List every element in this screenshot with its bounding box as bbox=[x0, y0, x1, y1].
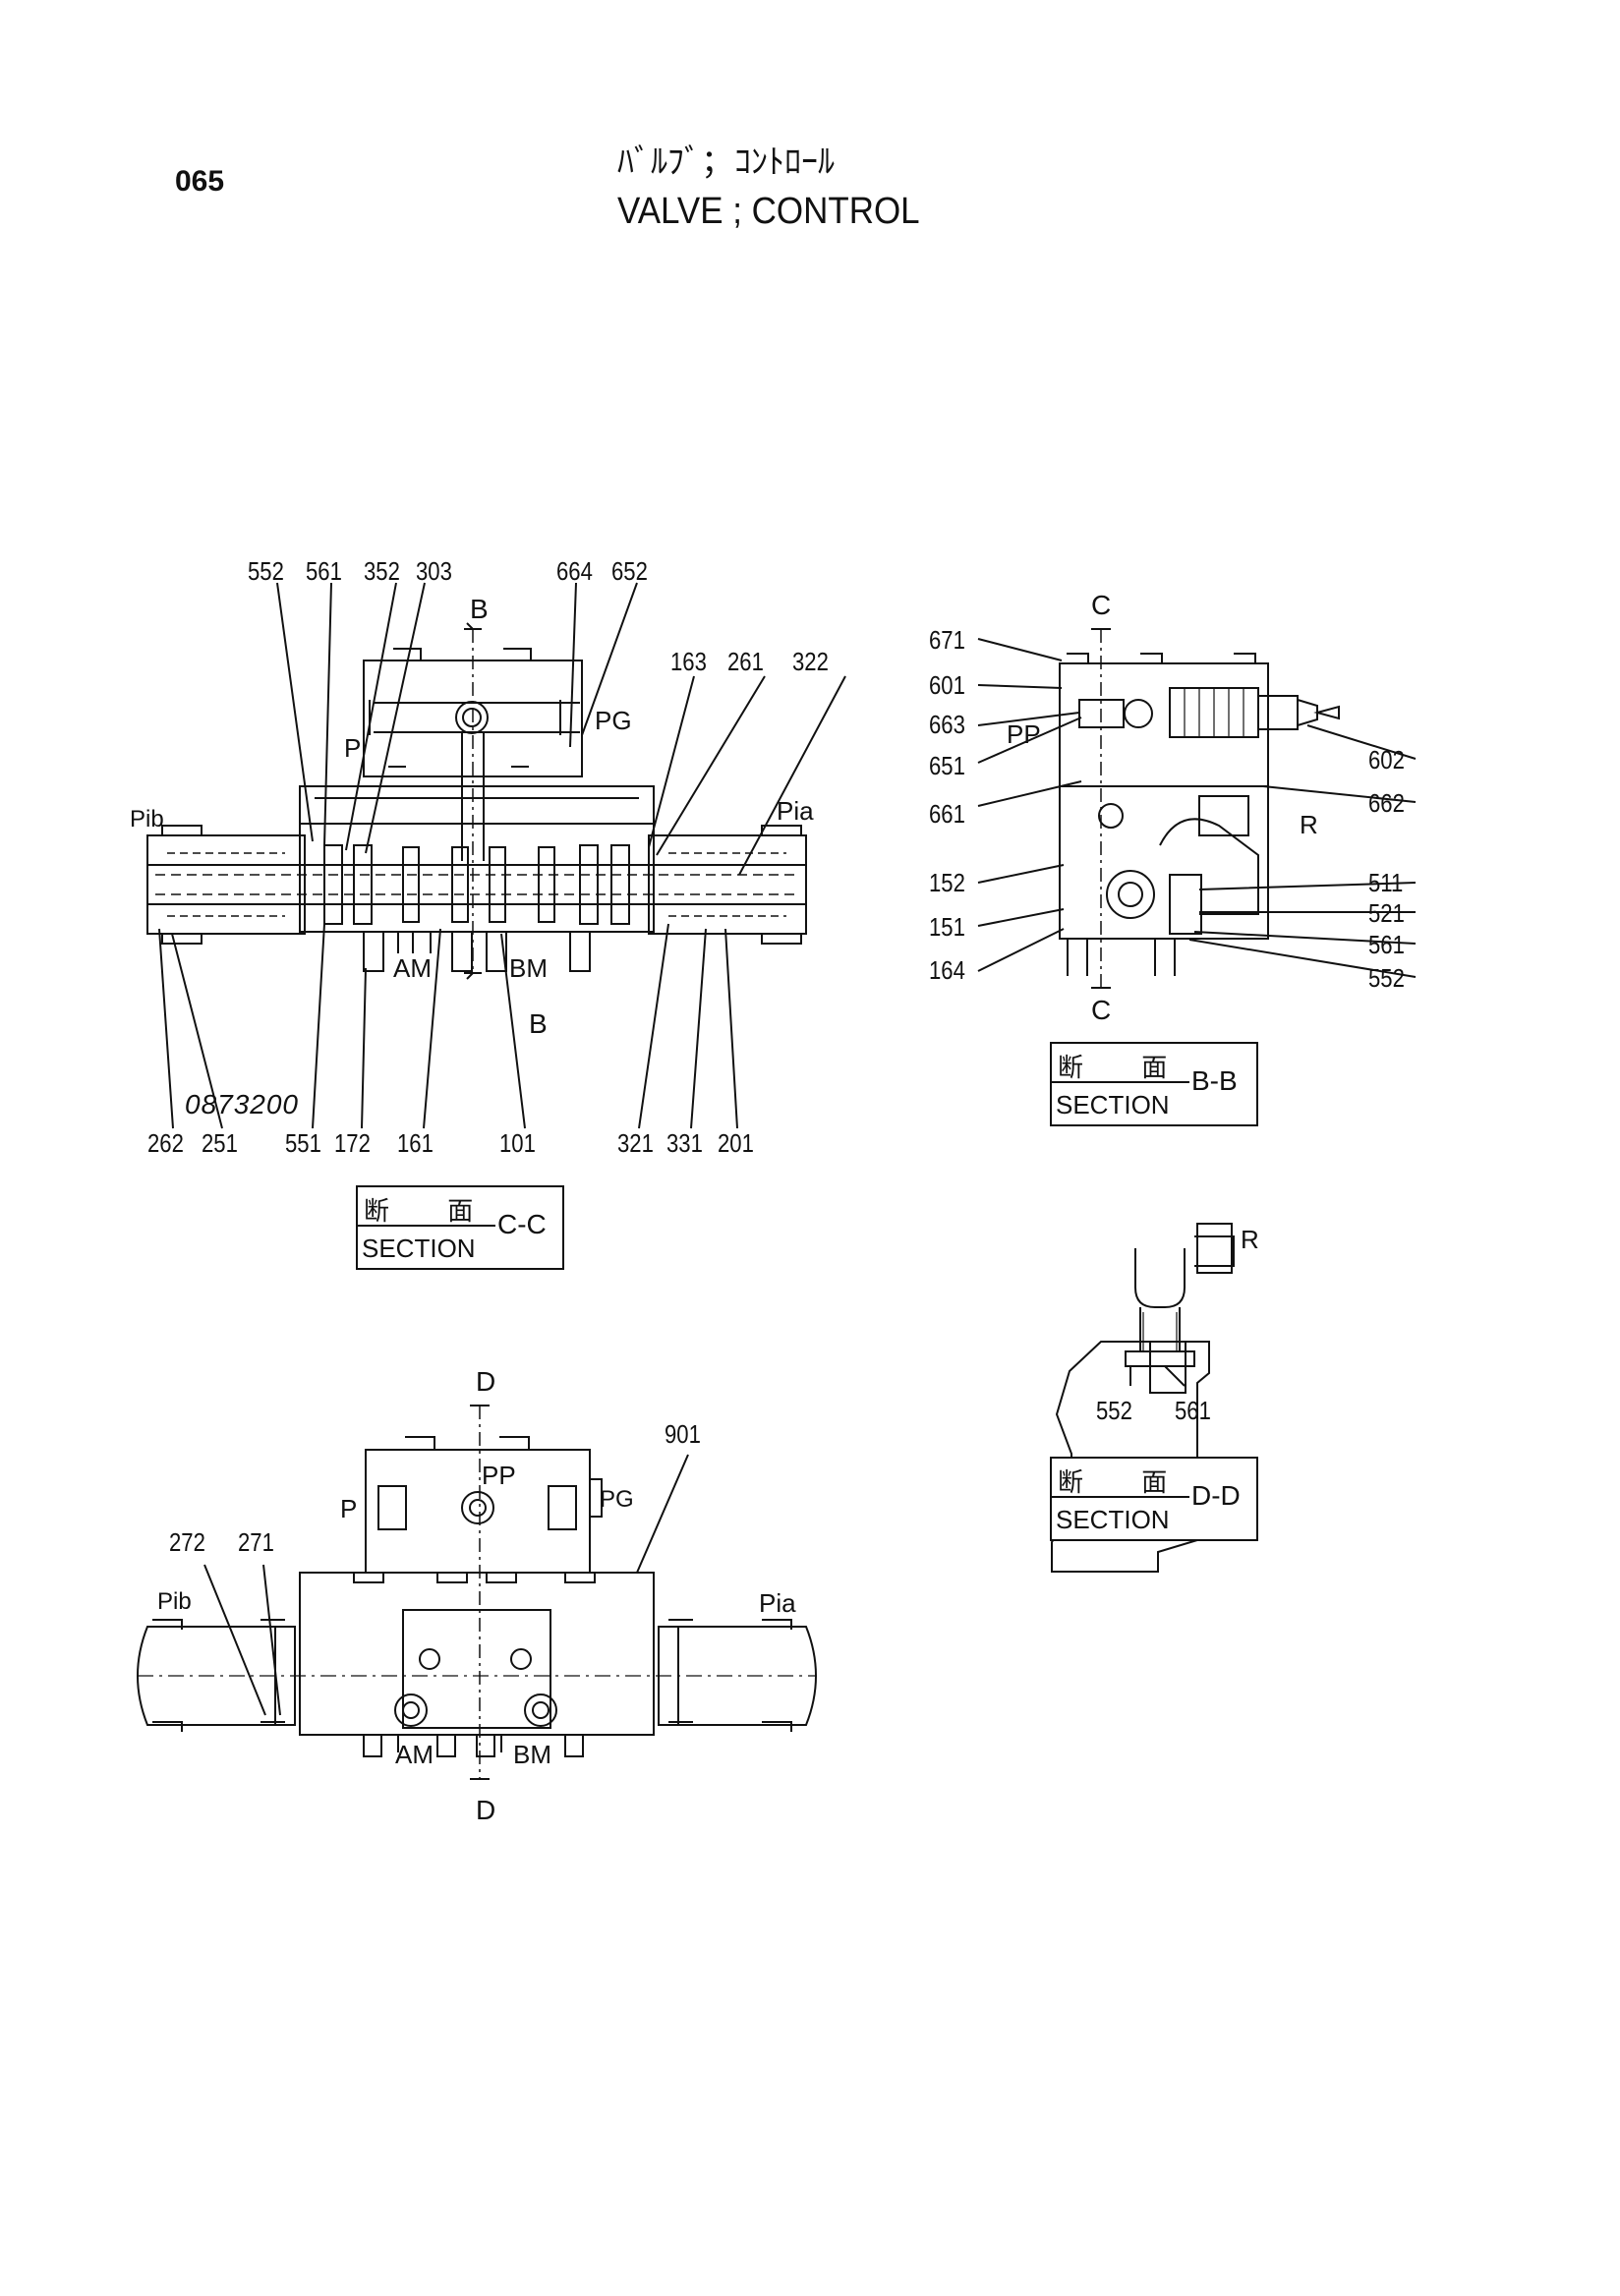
cut-label-d-top: D bbox=[476, 1366, 496, 1397]
part-152: 152 bbox=[929, 868, 965, 897]
page-number: 065 bbox=[175, 165, 225, 198]
part-511: 511 bbox=[1368, 868, 1404, 897]
part-561-dd: 561 bbox=[1175, 1396, 1211, 1425]
section-box-jp: 断 面 bbox=[364, 1196, 499, 1226]
part-161: 161 bbox=[397, 1128, 434, 1158]
section-box-view: B-B bbox=[1191, 1065, 1238, 1096]
part-552: 552 bbox=[248, 556, 284, 586]
cut-label-c-bottom: C bbox=[1091, 995, 1112, 1025]
cut-label-c-top: C bbox=[1091, 590, 1112, 620]
part-262: 262 bbox=[147, 1128, 184, 1158]
port-am-outer: AM bbox=[395, 1740, 434, 1769]
part-303: 303 bbox=[416, 556, 452, 586]
part-552: 552 bbox=[1368, 963, 1405, 993]
section-box-en: SECTION bbox=[362, 1234, 476, 1263]
part-101: 101 bbox=[499, 1128, 536, 1158]
part-164: 164 bbox=[929, 955, 965, 985]
cut-label-d-bottom: D bbox=[476, 1795, 496, 1825]
section-bb-drawing bbox=[978, 629, 1416, 988]
section-box-en: SECTION bbox=[1056, 1505, 1170, 1534]
section-box-view: C-C bbox=[497, 1209, 547, 1239]
port-bm-outer: BM bbox=[513, 1740, 551, 1769]
section-box-jp: 断 面 bbox=[1058, 1467, 1193, 1497]
part-352: 352 bbox=[364, 556, 400, 586]
drawing-number: 0873200 bbox=[185, 1089, 300, 1119]
part-671: 671 bbox=[929, 625, 965, 655]
part-561: 561 bbox=[306, 556, 342, 586]
port-p: P bbox=[344, 733, 362, 763]
part-651: 651 bbox=[929, 751, 965, 780]
port-r-dd: R bbox=[1241, 1225, 1259, 1254]
part-901: 901 bbox=[665, 1419, 701, 1449]
port-r: R bbox=[1300, 810, 1318, 839]
part-561: 561 bbox=[1368, 930, 1405, 959]
outer-view-drawing bbox=[138, 1406, 816, 1779]
part-331: 331 bbox=[666, 1128, 703, 1158]
part-322: 322 bbox=[792, 647, 829, 676]
part-201: 201 bbox=[718, 1128, 754, 1158]
part-661: 661 bbox=[929, 799, 965, 829]
section-box-jp: 断 面 bbox=[1058, 1053, 1193, 1082]
port-pg: PG bbox=[595, 706, 632, 735]
part-602: 602 bbox=[1368, 745, 1405, 775]
part-663: 663 bbox=[929, 710, 965, 739]
part-601: 601 bbox=[929, 670, 965, 700]
port-pib: Pib bbox=[130, 806, 164, 832]
section-box-en: SECTION bbox=[1056, 1090, 1170, 1119]
part-652: 652 bbox=[611, 556, 648, 586]
port-am: AM bbox=[393, 953, 432, 983]
part-272: 272 bbox=[169, 1527, 205, 1557]
section-dd-box: 断 面 SECTION D-D bbox=[1050, 1457, 1258, 1541]
port-pib-outer: Pib bbox=[157, 1588, 192, 1615]
part-163: 163 bbox=[670, 647, 707, 676]
section-cc-box: 断 面 SECTION C-C bbox=[356, 1185, 564, 1270]
port-pp: PP bbox=[1007, 719, 1041, 749]
part-271: 271 bbox=[238, 1527, 274, 1557]
cut-label-b-bottom: B bbox=[529, 1008, 548, 1039]
part-662: 662 bbox=[1368, 788, 1405, 818]
part-321: 321 bbox=[617, 1128, 654, 1158]
part-551: 551 bbox=[285, 1128, 321, 1158]
title-english: VALVE ; CONTROL bbox=[617, 191, 920, 232]
part-172: 172 bbox=[334, 1128, 371, 1158]
section-bb-box: 断 面 SECTION B-B bbox=[1050, 1042, 1258, 1126]
part-261: 261 bbox=[727, 647, 764, 676]
port-p-outer: P bbox=[340, 1494, 358, 1523]
part-664: 664 bbox=[556, 556, 593, 586]
port-pp-outer: PP bbox=[482, 1461, 516, 1490]
section-box-view: D-D bbox=[1191, 1480, 1241, 1511]
cut-label-b-top: B bbox=[470, 594, 489, 624]
port-pia-outer: Pia bbox=[759, 1588, 796, 1618]
section-cc-drawing bbox=[147, 583, 845, 1128]
port-bm: BM bbox=[509, 953, 548, 983]
part-151: 151 bbox=[929, 912, 965, 942]
port-pg-outer: PG bbox=[600, 1486, 634, 1513]
title-japanese: ﾊﾞﾙﾌﾞ；ｺﾝﾄﾛｰﾙ bbox=[617, 144, 835, 181]
part-521: 521 bbox=[1368, 898, 1405, 928]
port-pia: Pia bbox=[777, 796, 814, 826]
part-251: 251 bbox=[202, 1128, 238, 1158]
part-552-dd: 552 bbox=[1096, 1396, 1132, 1425]
